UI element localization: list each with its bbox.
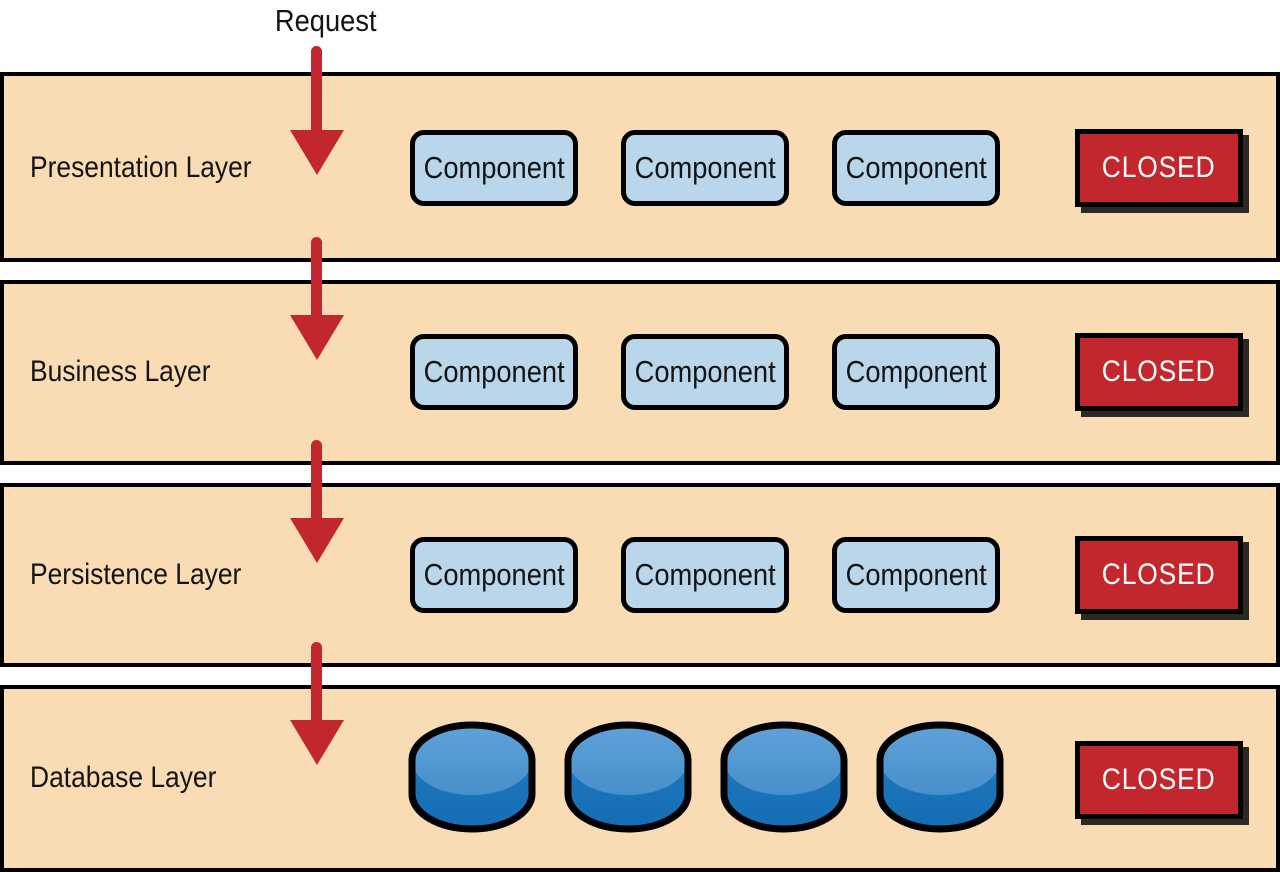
database-icon bbox=[876, 721, 1004, 833]
component-box: Component bbox=[410, 537, 578, 613]
component-box: Component bbox=[410, 130, 578, 206]
layer-band-database: Database Layer bbox=[0, 685, 1280, 872]
component-box: Component bbox=[410, 334, 578, 410]
arrow-head bbox=[290, 518, 344, 563]
closed-badge: CLOSED bbox=[1075, 129, 1243, 207]
request-label: Request bbox=[275, 3, 377, 38]
database-icon bbox=[720, 721, 848, 833]
layer-label: Database Layer bbox=[30, 761, 217, 794]
component-row: Component Component Component bbox=[410, 130, 1000, 206]
component-box: Component bbox=[832, 537, 1000, 613]
component-box: Component bbox=[621, 537, 789, 613]
component-box: Component bbox=[832, 334, 1000, 410]
arrow-head bbox=[290, 130, 344, 175]
arrow-shaft bbox=[311, 440, 322, 520]
component-box: Component bbox=[621, 334, 789, 410]
arrow-shaft bbox=[311, 46, 322, 132]
layer-band-persistence: Persistence Layer Component Component Co… bbox=[0, 483, 1280, 667]
layer-band-presentation: Presentation Layer Component Component C… bbox=[0, 72, 1280, 262]
arrow-shaft bbox=[311, 642, 322, 722]
component-row: Component Component Component bbox=[410, 334, 1000, 410]
layer-label: Business Layer bbox=[30, 355, 211, 388]
component-row: Component Component Component bbox=[410, 537, 1000, 613]
closed-badge: CLOSED bbox=[1075, 536, 1243, 614]
database-icon bbox=[408, 721, 536, 833]
closed-badge: CLOSED bbox=[1075, 333, 1243, 411]
arrow-head bbox=[290, 315, 344, 360]
layer-label: Presentation Layer bbox=[30, 151, 252, 184]
arrow-shaft bbox=[311, 237, 322, 317]
closed-badge: CLOSED bbox=[1075, 741, 1243, 819]
database-icon bbox=[564, 721, 692, 833]
database-row bbox=[407, 720, 1005, 834]
component-box: Component bbox=[832, 130, 1000, 206]
arrow-head bbox=[290, 720, 344, 765]
layer-band-business: Business Layer Component Component Compo… bbox=[0, 280, 1280, 465]
component-box: Component bbox=[621, 130, 789, 206]
layer-label: Persistence Layer bbox=[30, 558, 242, 591]
